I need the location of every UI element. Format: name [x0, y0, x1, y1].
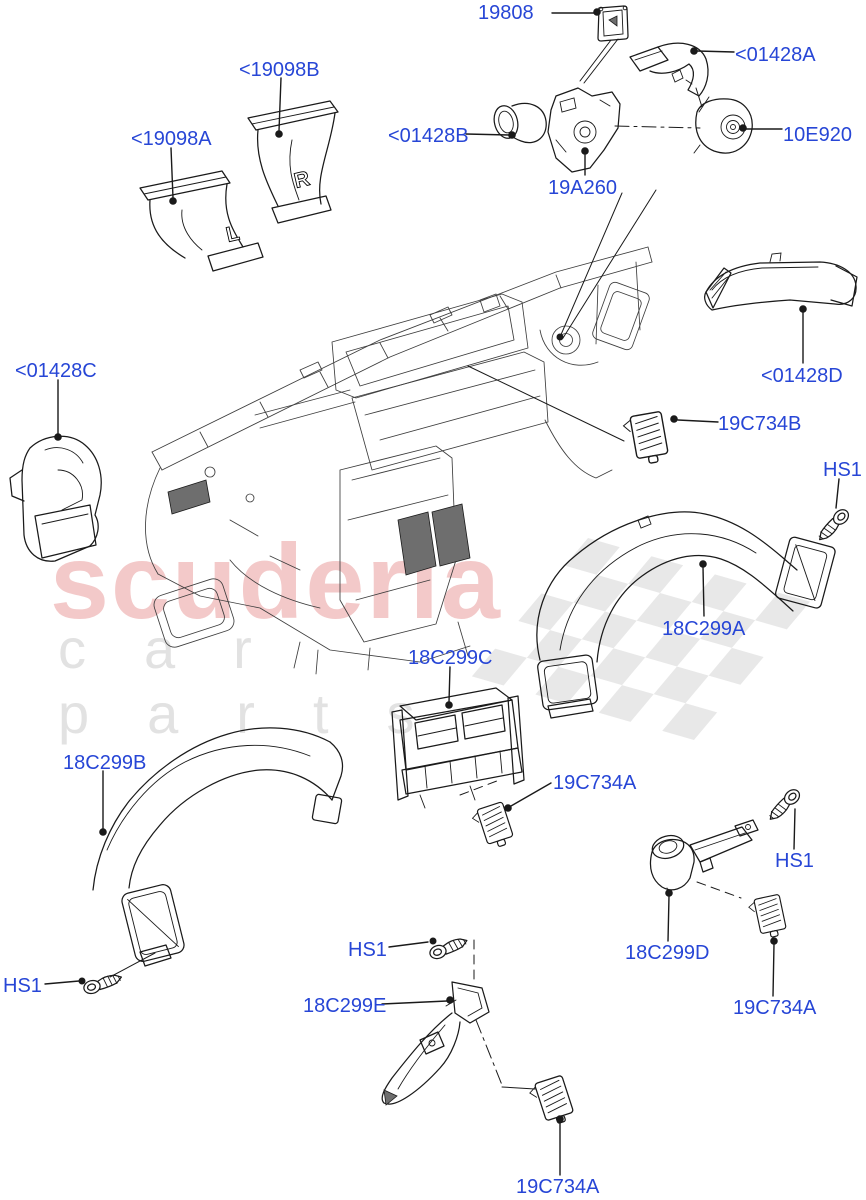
vent-19C734A-bottom	[527, 1074, 577, 1130]
part-label-HS1-lower-right[interactable]: HS1	[775, 850, 814, 872]
part-label-01428A[interactable]: <01428A	[735, 44, 816, 66]
vent-19C734A-right	[746, 893, 788, 942]
part-label-HS1-bottom-left[interactable]: HS1	[3, 975, 42, 997]
screw-hs1-lower-right	[764, 786, 804, 824]
bracket-19A260	[547, 87, 621, 173]
dashboard-assembly	[145, 246, 653, 675]
part-label-HS1-right[interactable]: HS1	[823, 459, 862, 481]
part-label-19C734A-bottom[interactable]: 19C734A	[516, 1176, 600, 1198]
part-label-01428D[interactable]: <01428D	[761, 365, 843, 387]
checkered-flag-watermark	[471, 538, 811, 741]
duct-18C299D	[649, 819, 759, 894]
part-label-HS1-bottom-mid[interactable]: HS1	[348, 939, 387, 961]
part-label-19C734B[interactable]: 19C734B	[718, 413, 802, 435]
duct-01428C	[9, 435, 102, 562]
screw-hs1-right	[813, 506, 853, 544]
part-label-18C299C[interactable]: 18C299C	[408, 647, 493, 669]
duct-letter-left: L	[224, 222, 242, 247]
part-label-19098B[interactable]: <19098B	[239, 59, 320, 81]
part-label-18C299E[interactable]: 18C299E	[303, 995, 387, 1017]
duct-01428D	[704, 252, 858, 311]
duct-18C299E	[381, 981, 490, 1106]
duct-19098A: L	[139, 170, 264, 272]
part-label-18C299A[interactable]: 18C299A	[662, 618, 746, 640]
duct-18C299A	[536, 511, 836, 719]
part-label-18C299D[interactable]: 18C299D	[625, 942, 710, 964]
duct-01428A	[629, 42, 709, 97]
part-label-19808[interactable]: 19808	[478, 2, 534, 24]
part-label-19C734A-right[interactable]: 19C734A	[733, 997, 817, 1019]
screw-hs1-bottom-left	[81, 972, 125, 996]
duct-18C299B	[92, 727, 344, 967]
duct-01428B	[493, 102, 547, 144]
part-label-18C299B[interactable]: 18C299B	[63, 752, 147, 774]
duct-letter-right: R	[292, 167, 312, 193]
part-label-10E920[interactable]: 10E920	[783, 124, 852, 146]
part-label-19098A[interactable]: <19098A	[131, 128, 212, 150]
part-drawing-19808	[597, 5, 629, 42]
leader-lines	[44, 8, 840, 1176]
vent-assembly-18C299C	[391, 687, 525, 809]
part-label-01428C[interactable]: <01428C	[15, 360, 97, 382]
part-label-19C734A-mid[interactable]: 19C734A	[553, 772, 637, 794]
watermark-tagline: car parts	[58, 617, 473, 745]
part-label-19A260[interactable]: 19A260	[548, 177, 617, 199]
duct-19098B: R	[247, 100, 339, 224]
vent-19C734B	[621, 410, 671, 468]
part-label-01428B[interactable]: <01428B	[388, 125, 469, 147]
